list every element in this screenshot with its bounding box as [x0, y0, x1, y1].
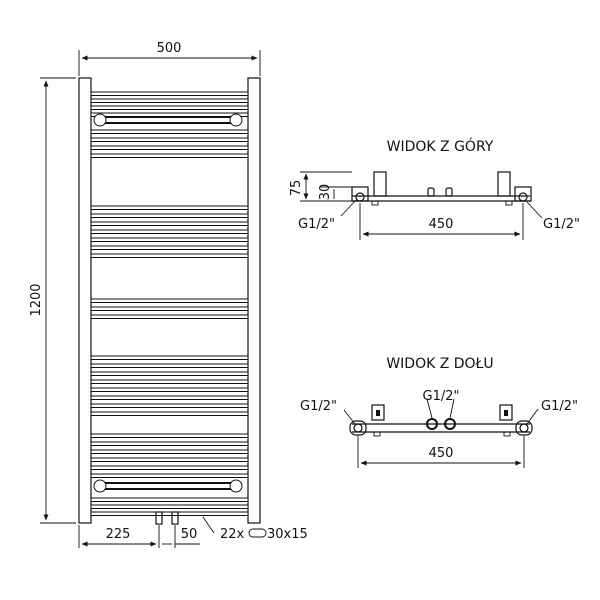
width-dimension: 500 — [78, 41, 261, 76]
top-left-bracket — [373, 171, 387, 197]
heating-bar — [90, 112, 249, 117]
top-right-bracket — [497, 171, 511, 197]
bottom-connector-center-label: G1/2" — [423, 389, 460, 404]
offset-left-label: 225 — [106, 527, 131, 542]
heating-bar — [90, 205, 249, 210]
front-view: 500 1200 225 50 22x 30x15 — [29, 41, 308, 548]
offset-spacing-label: 50 — [181, 527, 198, 542]
width-label: 500 — [157, 41, 182, 56]
heating-bar — [90, 457, 249, 462]
heating-bar — [90, 433, 249, 438]
top-left-collector — [351, 186, 369, 202]
towel-rail-bottom — [93, 479, 243, 493]
bottom-connector-left-label: G1/2" — [300, 399, 337, 414]
heating-bar — [90, 145, 249, 150]
bottom-view-title: WIDOK Z DOŁU — [386, 356, 493, 372]
heating-bar — [90, 213, 249, 218]
heating-bar — [90, 379, 249, 384]
heating-bar — [90, 371, 249, 376]
bottom-connectors — [155, 511, 179, 525]
heating-bar — [90, 245, 249, 250]
heating-bar — [90, 449, 249, 454]
heating-bar — [90, 497, 249, 502]
right-collector — [247, 77, 261, 524]
heating-bar — [90, 137, 249, 142]
offset-dimensions: 225 50 — [78, 525, 200, 548]
heating-bar — [90, 91, 249, 96]
heating-bar — [90, 411, 249, 416]
heating-bar — [90, 355, 249, 360]
depth-label: 75 — [289, 180, 304, 197]
bottom-valve-left-icon — [426, 418, 438, 430]
heating-bar — [90, 465, 249, 470]
heating-bar — [90, 98, 249, 103]
bottom-view: WIDOK Z DOŁU G1/2" G1/2" G1/2" 450 — [300, 356, 578, 468]
bottom-spacing-label: 450 — [429, 446, 454, 461]
heating-bar — [90, 229, 249, 234]
bottom-valve-right-icon — [444, 418, 456, 430]
top-connector-right-label: G1/2" — [543, 217, 580, 232]
bottom-right-bracket — [499, 404, 513, 421]
bottom-connector-right-label: G1/2" — [541, 399, 578, 414]
top-view-title: WIDOK Z GÓRY — [387, 137, 494, 155]
bar-count-label: 22x — [220, 527, 245, 542]
left-collector — [78, 77, 92, 524]
heating-bar — [90, 387, 249, 392]
heating-bar — [90, 314, 249, 319]
bar-size-label: 30x15 — [267, 527, 308, 542]
top-spacing-label: 450 — [429, 217, 454, 232]
heating-bar — [90, 395, 249, 400]
heating-bar — [90, 237, 249, 242]
heating-bar — [90, 129, 249, 134]
heating-bar — [90, 153, 249, 158]
heating-bar — [90, 511, 249, 516]
height-label: 1200 — [29, 283, 44, 316]
heating-bar — [90, 221, 249, 226]
heating-bar — [90, 403, 249, 408]
top-left-pipe-icon — [355, 192, 365, 202]
bottom-left-bracket — [371, 404, 385, 421]
heating-bar — [90, 105, 249, 110]
pipe-depth-label: 30 — [318, 184, 333, 201]
heating-bar — [90, 298, 249, 303]
heating-bar — [90, 441, 249, 446]
bottom-left-pipe-icon — [353, 423, 363, 433]
top-right-collector — [514, 186, 532, 202]
bottom-left-collector — [349, 420, 367, 436]
heating-bar — [90, 363, 249, 368]
bottom-right-collector — [515, 420, 533, 436]
bar-section-callout: 22x 30x15 — [202, 516, 308, 542]
heating-bar — [90, 253, 249, 258]
oval-section-icon — [248, 528, 267, 538]
heating-bars — [90, 91, 249, 516]
height-dimension: 1200 — [29, 77, 76, 524]
top-right-pipe-icon — [518, 192, 528, 202]
top-connector-left-label: G1/2" — [298, 217, 335, 232]
top-view: WIDOK Z GÓRY 75 30 G1/2" G1/2" — [289, 137, 580, 240]
heating-bar — [90, 504, 249, 509]
heating-bar — [90, 306, 249, 311]
bottom-right-pipe-icon — [519, 423, 529, 433]
towel-rail-top — [93, 113, 243, 127]
heating-bar — [90, 473, 249, 478]
